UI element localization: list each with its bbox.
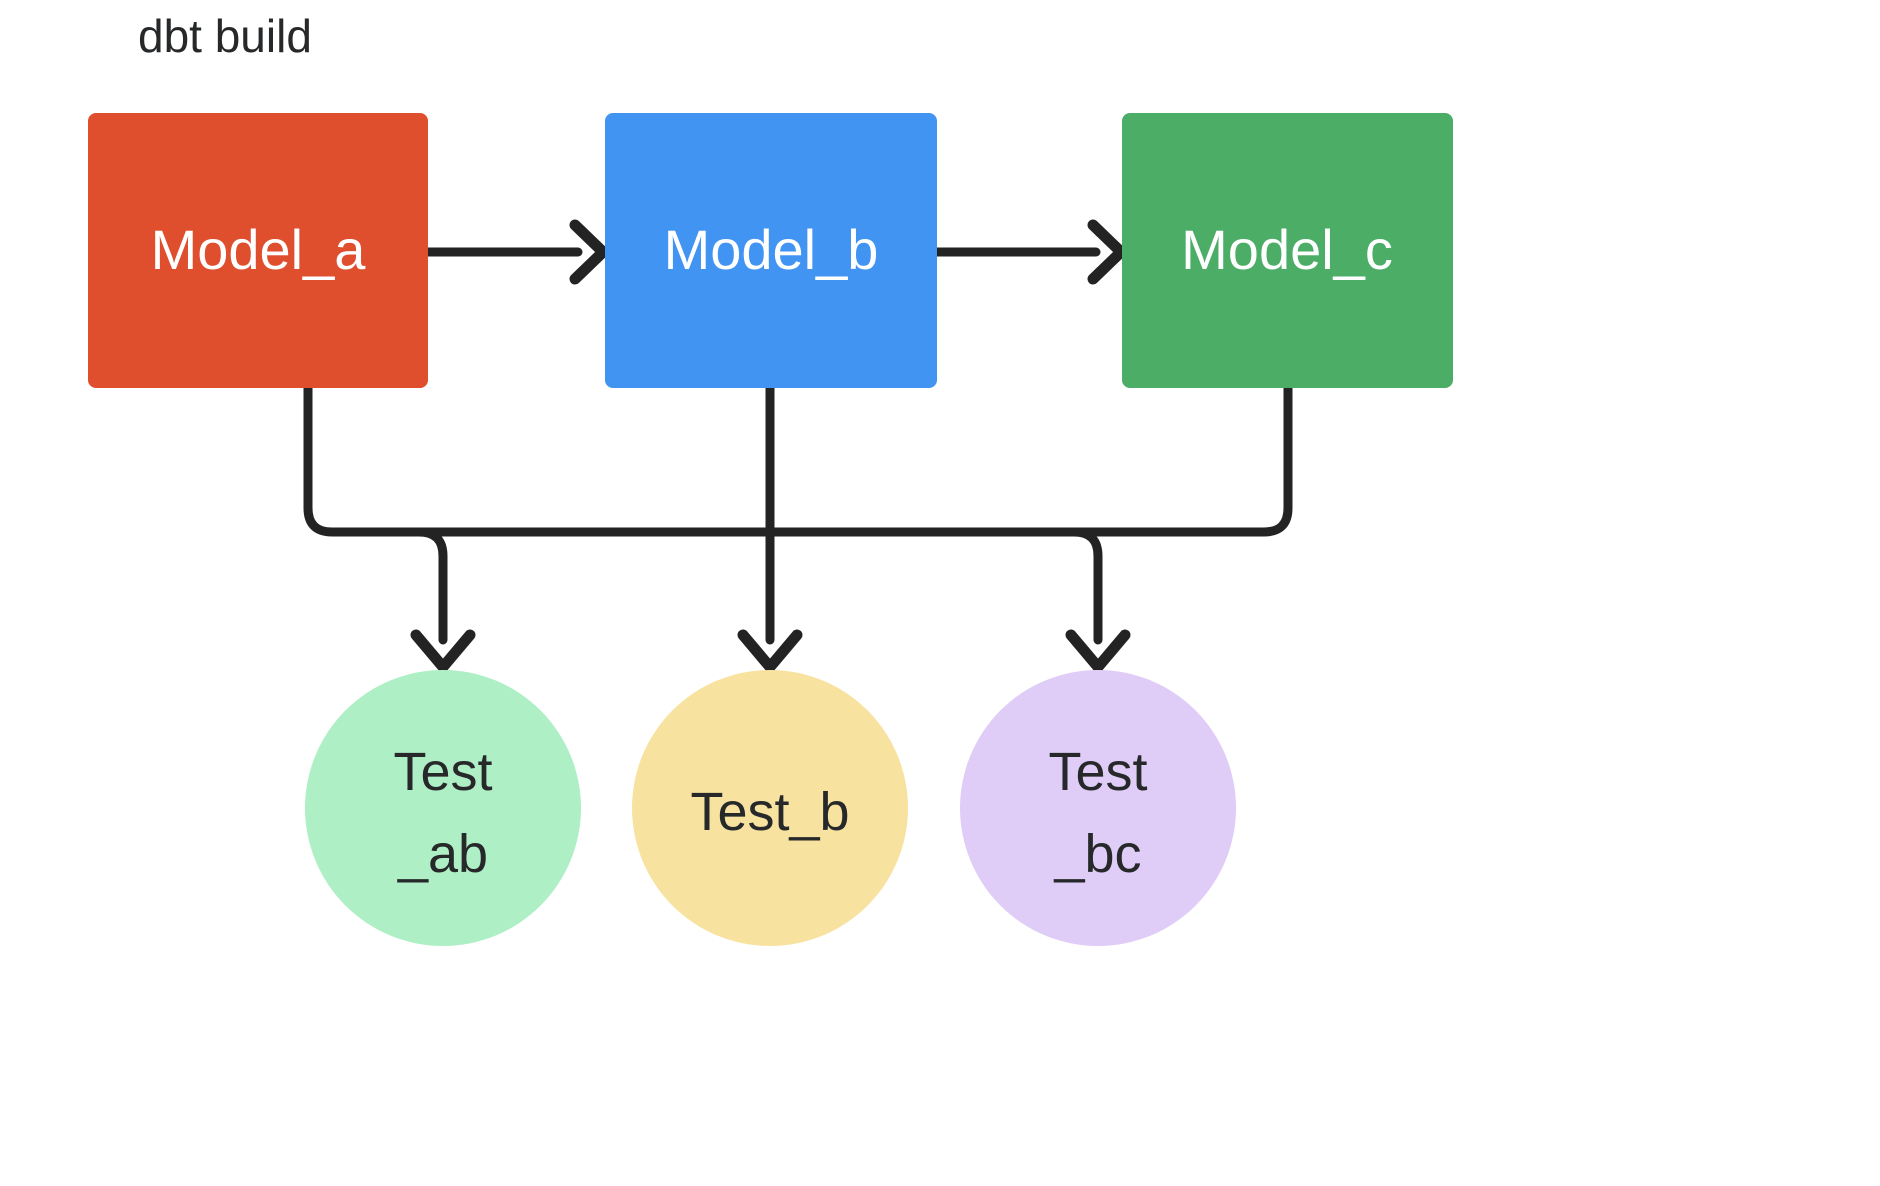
test-ab-label-line1: Test <box>393 742 492 802</box>
edge-bus-to-test-bc <box>1069 527 1103 645</box>
test-bc-label-line1: Test <box>1048 742 1147 802</box>
arrow-head-test-bc-in <box>1065 629 1131 673</box>
model-c-label: Model_c <box>1181 218 1393 281</box>
test-ab-shape[interactable] <box>305 670 581 946</box>
test-b-label-line1: Test_b <box>690 782 849 842</box>
model-b-shape[interactable] <box>605 113 937 388</box>
arrow-head-model-c-in <box>1087 219 1127 285</box>
arrow-head-test-ab-in <box>410 629 476 673</box>
edge-layer <box>303 219 1293 673</box>
edge-bus-to-test-ab <box>414 527 448 645</box>
test-node-test-b[interactable]: Test_b <box>632 670 908 946</box>
model-node-model-b[interactable]: Model_b <box>605 113 937 388</box>
test-b-shape[interactable] <box>632 670 908 946</box>
model-a-shape[interactable] <box>88 113 428 388</box>
arrow-head-model-b-in <box>569 219 609 285</box>
test-node-test-bc[interactable]: Test _bc <box>960 670 1236 946</box>
model-b-label: Model_b <box>664 218 879 281</box>
arrow-head-test-b-in <box>737 629 803 673</box>
edge-model-a-to-bus <box>303 383 775 537</box>
edge-model-c-to-bus <box>765 383 1293 537</box>
test-bc-shape[interactable] <box>960 670 1236 946</box>
model-c-shape[interactable] <box>1122 113 1453 388</box>
diagram-title: dbt build <box>138 10 312 62</box>
model-a-label: Model_a <box>151 218 367 281</box>
model-node-model-a[interactable]: Model_a <box>88 113 428 388</box>
test-ab-label-line2: _ab <box>397 824 488 884</box>
test-node-test-ab[interactable]: Test _ab <box>305 670 581 946</box>
test-bc-label-line2: _bc <box>1053 824 1141 884</box>
model-node-model-c[interactable]: Model_c <box>1122 113 1453 388</box>
